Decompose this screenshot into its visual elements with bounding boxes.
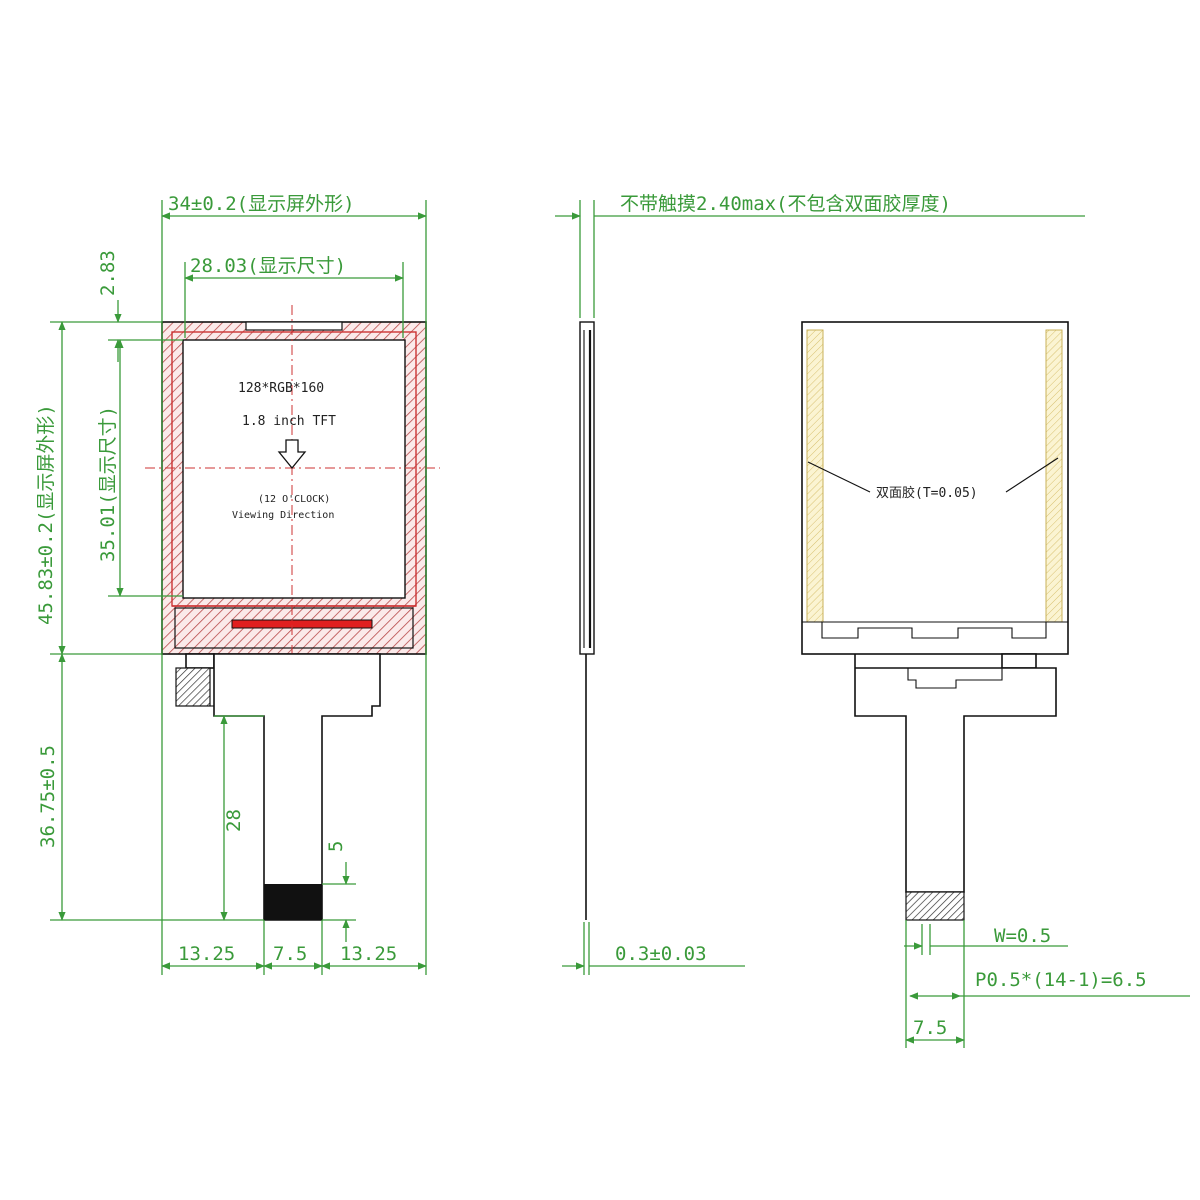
side-view bbox=[579, 321, 595, 920]
outline-height-label: 45.83±0.2(显示屏外形) bbox=[35, 404, 57, 625]
fpc-stiffener bbox=[175, 667, 211, 707]
back-outline bbox=[801, 321, 1069, 655]
top-border-label: 2.83 bbox=[97, 250, 119, 296]
back-view: 双面胶(T=0.05) bbox=[801, 321, 1069, 921]
view-area bbox=[182, 339, 406, 599]
fpc-tail-label: 28 bbox=[223, 809, 245, 832]
fpc-gold-fingers bbox=[264, 884, 322, 920]
front-dimensions: 34±0.2(显示屏外形) 28.03(显示尺寸) 2.83 45.83±0.2… bbox=[35, 193, 427, 975]
adhesive-right bbox=[1045, 329, 1063, 623]
back-fpc-pins bbox=[905, 891, 965, 921]
fpc-pin-zone-label: 5 bbox=[325, 841, 347, 852]
tape-note-label: 双面胶(T=0.05) bbox=[876, 485, 978, 501]
driver-ic bbox=[231, 619, 373, 629]
outline-width-label: 34±0.2(显示屏外形) bbox=[168, 193, 355, 215]
resolution-label: 128*RGB*160 bbox=[238, 381, 324, 396]
back-fpc-width-label: 7.5 bbox=[913, 1017, 947, 1039]
viewing-direction-label: Viewing Direction bbox=[232, 510, 334, 521]
back-dimensions: W=0.5 P0.5*(14-1)=6.5 7.5 bbox=[904, 920, 1190, 1048]
pitch-label: P0.5*(14-1)=6.5 bbox=[975, 969, 1147, 991]
clock-label: (12 O'CLOCK) bbox=[258, 494, 330, 505]
fpc-left-label: 13.25 bbox=[178, 943, 235, 965]
front-view: 128*RGB*160 1.8 inch TFT (12 O'CLOCK) Vi… bbox=[145, 305, 440, 921]
thickness-note-label: 不带触摸2.40max(不包含双面胶厚度) bbox=[620, 193, 951, 215]
pin-width-label: W=0.5 bbox=[994, 925, 1051, 947]
viewing-arrow-icon bbox=[277, 439, 307, 470]
active-height-label: 35.01(显示尺寸) bbox=[97, 406, 119, 562]
side-glass bbox=[579, 321, 595, 655]
fpc-length-label: 36.75±0.5 bbox=[37, 745, 59, 848]
adhesive-left bbox=[806, 329, 824, 623]
back-fpc bbox=[854, 653, 1057, 921]
fpc-right-label: 13.25 bbox=[340, 943, 397, 965]
fpc-width-label: 7.5 bbox=[273, 943, 307, 965]
top-notch bbox=[245, 321, 343, 331]
active-width-label: 28.03(显示尺寸) bbox=[190, 255, 346, 277]
side-dimensions: 不带触摸2.40max(不包含双面胶厚度) 0.3±0.03 bbox=[555, 193, 1085, 975]
fpc-cable bbox=[175, 653, 381, 921]
size-label: 1.8 inch TFT bbox=[242, 414, 336, 429]
fpc-thickness-label: 0.3±0.03 bbox=[615, 943, 707, 965]
